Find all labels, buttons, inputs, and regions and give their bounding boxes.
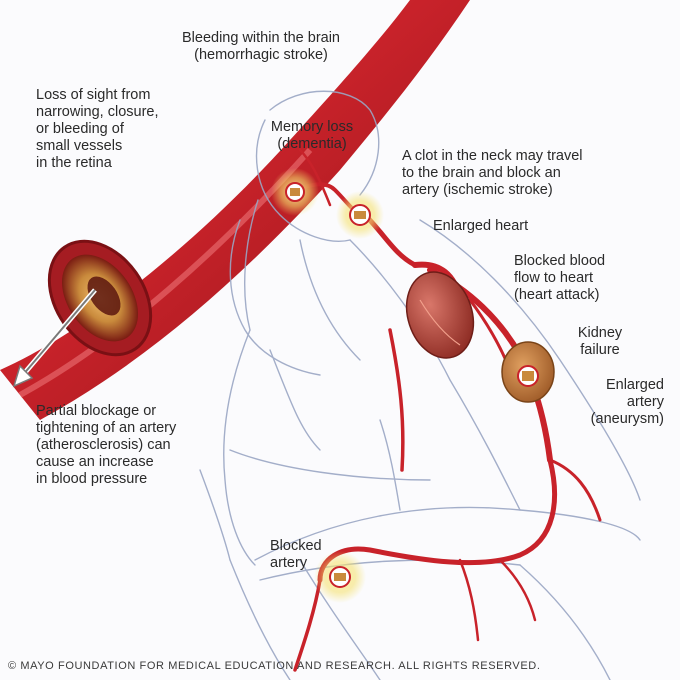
large-artery-cross-section <box>0 0 470 420</box>
label-heart-attack: Blocked blood flow to heart (heart attac… <box>514 253 606 303</box>
blockage-marker-brain <box>271 168 319 216</box>
blockage-marker-neck <box>336 191 384 239</box>
label-ischemic-stroke: A clot in the neck may travel to the bra… <box>402 148 583 198</box>
arrow-pointer <box>12 288 97 388</box>
label-enlarged-heart: Enlarged heart <box>433 218 529 234</box>
heart-icon <box>405 271 475 359</box>
seated-figure-sketch <box>199 90 641 680</box>
copyright-notice: © MAYO FOUNDATION FOR MEDICAL EDUCATION … <box>8 660 541 672</box>
label-atherosclerosis: Partial blockage or tightening of an art… <box>36 403 177 487</box>
label-memory-loss: Memory loss (dementia) <box>270 119 354 152</box>
label-blocked-artery: Blocked artery <box>270 538 322 571</box>
label-kidney-failure: Kidney failure <box>577 325 623 358</box>
kidney-icon <box>501 341 555 403</box>
label-vision-loss: Loss of sight from narrowing, closure, o… <box>36 87 159 171</box>
label-aneurysm: Enlarged artery (aneurysm) <box>590 377 664 427</box>
label-hemorrhagic-stroke: Bleeding within the brain (hemorrhagic s… <box>182 30 340 63</box>
blockage-marker-leg <box>314 551 366 603</box>
